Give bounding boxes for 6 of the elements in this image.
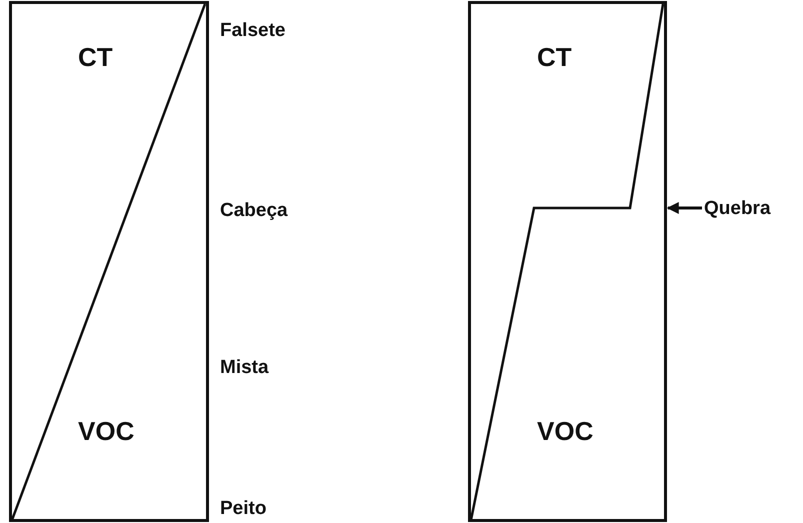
arrow [666,202,702,214]
annotation-text: Quebra [704,198,771,220]
register-label: Falsete [220,20,286,42]
register-label: Peito [220,498,266,520]
register-label: Cabeça [220,200,288,222]
register-label: Mista [220,357,269,379]
